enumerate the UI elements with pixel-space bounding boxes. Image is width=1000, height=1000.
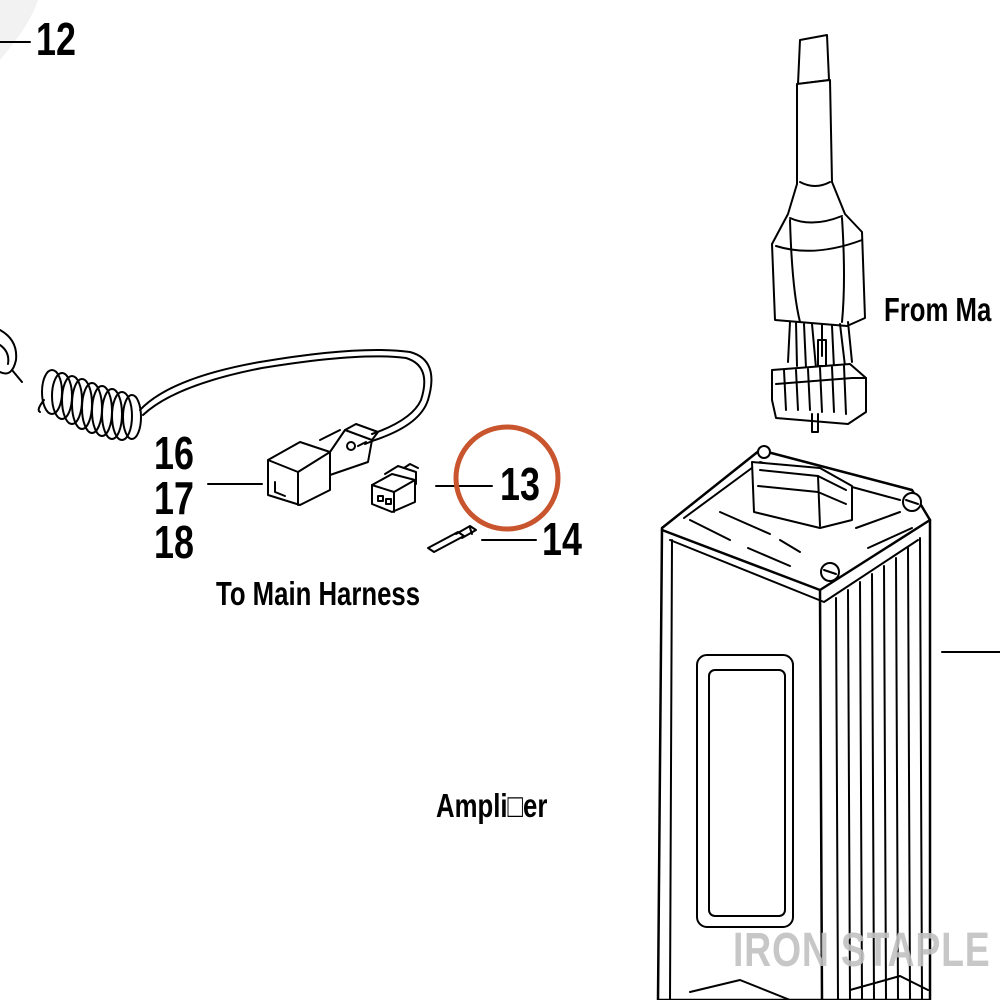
- watermark: IRON STAPLE: [733, 924, 991, 977]
- corner-shade: [0, 0, 38, 60]
- amplifier-body: [656, 445, 932, 1000]
- connector-13: [371, 463, 419, 513]
- connector-16-17-18: [267, 423, 379, 506]
- callout-13: 13: [500, 458, 540, 510]
- callout-14: 14: [542, 513, 582, 565]
- callout-16: 16: [154, 427, 194, 479]
- callout-12: 12: [36, 13, 76, 65]
- main-harness-cable: [771, 34, 867, 433]
- highlight-circle: [453, 424, 561, 532]
- label-from-main: From Ma: [884, 291, 992, 328]
- label-to-main-harness: To Main Harness: [216, 575, 421, 612]
- label-amplifier: Ampli□er: [436, 787, 548, 824]
- terminal-pin-14: [427, 525, 477, 553]
- callout-18: 18: [154, 516, 194, 568]
- callout-17: 17: [154, 472, 194, 524]
- coiled-cord: [0, 329, 433, 445]
